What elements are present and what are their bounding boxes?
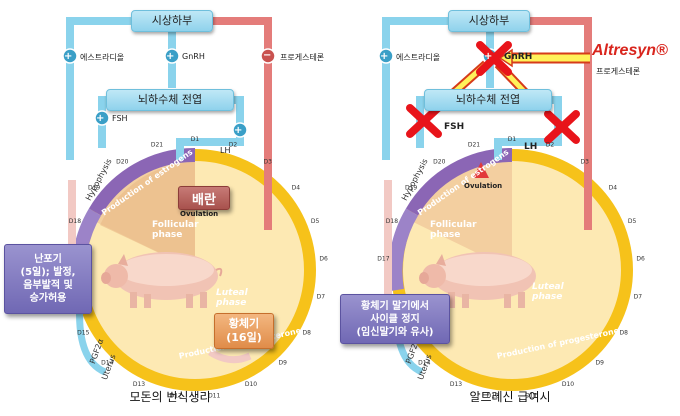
left-diagram-graphics: D1D2D3D4D5D6D7D8D9D10D11D12D13D14D15D16D… — [60, 17, 328, 400]
pig-illustration — [419, 252, 536, 308]
pituitary-box: 뇌하수체 전엽 — [106, 89, 234, 111]
ovulation-label: Ovulation — [464, 182, 503, 190]
block-crosses — [406, 41, 580, 144]
day-label: D6 — [319, 255, 328, 262]
day-label: D13 — [450, 381, 462, 388]
day-label: D5 — [311, 218, 320, 225]
day-label: D4 — [609, 185, 618, 192]
day-label: D13 — [133, 381, 145, 388]
day-label: D11 — [525, 393, 537, 400]
day-label: D1 — [191, 136, 200, 143]
day-label: D20 — [433, 158, 445, 165]
day-label: D2 — [546, 142, 555, 149]
gnrh-sign: + — [484, 51, 493, 62]
altresyn-panel: D1D2D3D4D5D6D7D8D9D10D11D12D13D14D15D16D… — [340, 0, 680, 416]
luteal-arrest-callout: 황체기 말기에서 사이클 정지 (임신말기와 유사) — [340, 294, 450, 344]
estradiol-sign: + — [380, 51, 389, 62]
day-label: D19 — [88, 185, 100, 192]
day-label: D18 — [386, 218, 398, 225]
altresyn-brand: Altresyn® — [592, 42, 668, 59]
luteal-phase-label: Luteal phase — [532, 282, 564, 302]
estradiol-label: 에스트라디올 — [396, 53, 441, 62]
day-label: D14 — [101, 360, 113, 367]
luteal-phase-label: Luteal phase — [216, 288, 248, 308]
right-caption: 알트레신 급여시 — [469, 390, 551, 404]
day-label: D15 — [77, 330, 89, 337]
lh-label: LH — [524, 142, 538, 152]
day-label: D11 — [208, 393, 220, 400]
day-label: D3 — [580, 158, 589, 165]
progesterone-label: 프로게스테론 — [596, 67, 641, 76]
hypothalamus-box: 시상하부 — [131, 10, 213, 32]
progesterone-sign: − — [263, 50, 272, 61]
ovulation-callout: 배란 — [178, 186, 230, 210]
fsh-label: FSH — [444, 122, 465, 132]
estradiol-sign: + — [64, 51, 73, 62]
gnrh-label: GnRH — [182, 52, 205, 61]
follicular-phase-label: Follicular phase — [152, 220, 199, 240]
day-ticks: D1D2D3D4D5D6D7D8D9D10D11D12D13D14D15D16D… — [377, 136, 645, 400]
left-caption: 모돈의 번식생리 — [129, 390, 211, 404]
day-label: D7 — [317, 294, 326, 301]
hormone-arrows — [66, 17, 272, 376]
day-label: D12 — [487, 393, 499, 400]
fsh-sign: + — [96, 113, 105, 124]
day-label: D10 — [245, 381, 257, 388]
day-label: D1 — [508, 136, 517, 143]
day-label: D17 — [377, 255, 389, 262]
day-label: D10 — [562, 381, 574, 388]
day-label: D3 — [263, 158, 272, 165]
day-label: D8 — [302, 330, 311, 337]
day-label: D18 — [69, 218, 81, 225]
day-label: D9 — [595, 360, 604, 367]
regulation-signs — [62, 48, 276, 138]
normal-cycle-panel: D1D2D3D4D5D6D7D8D9D10D11D12D13D14D15D16D… — [4, 10, 328, 404]
day-label: D12 — [170, 393, 182, 400]
day-label: D7 — [634, 294, 643, 301]
ovulation-label: Ovulation — [180, 210, 219, 218]
day-label: D6 — [636, 255, 645, 262]
gnrh-sign: + — [166, 51, 175, 62]
day-label: D14 — [418, 360, 430, 367]
day-ticks: D1D2D3D4D5D6D7D8D9D10D11D12D13D14D15D16D… — [60, 136, 328, 400]
pituitary-box: 뇌하수체 전엽 — [424, 89, 552, 111]
day-label: D9 — [278, 360, 287, 367]
day-label: D4 — [292, 185, 301, 192]
follicular-phase-label: Follicular phase — [430, 220, 477, 240]
day-label: D19 — [405, 185, 417, 192]
follicular-callout: 난포기 (5일); 발정, 음부발적 및 승가허용 — [4, 244, 92, 314]
estradiol-label: 에스트라디올 — [80, 53, 125, 62]
pig-illustration — [101, 252, 223, 308]
day-label: D5 — [628, 218, 637, 225]
day-label: D20 — [116, 158, 128, 165]
fsh-label: FSH — [112, 114, 128, 123]
hypothalamus-box: 시상하부 — [448, 10, 530, 32]
luteal-callout: 황체기 (16일) — [214, 313, 274, 349]
lh-sign: + — [234, 125, 243, 136]
progesterone-label: 프로게스테론 — [280, 53, 325, 62]
right-diagram-graphics: D1D2D3D4D5D6D7D8D9D10D11D12D13D14D15D16D… — [377, 17, 645, 400]
day-label: D2 — [229, 142, 238, 149]
ovulation-marker — [473, 162, 489, 178]
day-label: D8 — [619, 330, 628, 337]
gnrh-label: GnRH — [504, 52, 533, 62]
lh-label: LH — [220, 146, 231, 155]
day-label: D21 — [468, 142, 480, 149]
day-label: D21 — [151, 142, 163, 149]
